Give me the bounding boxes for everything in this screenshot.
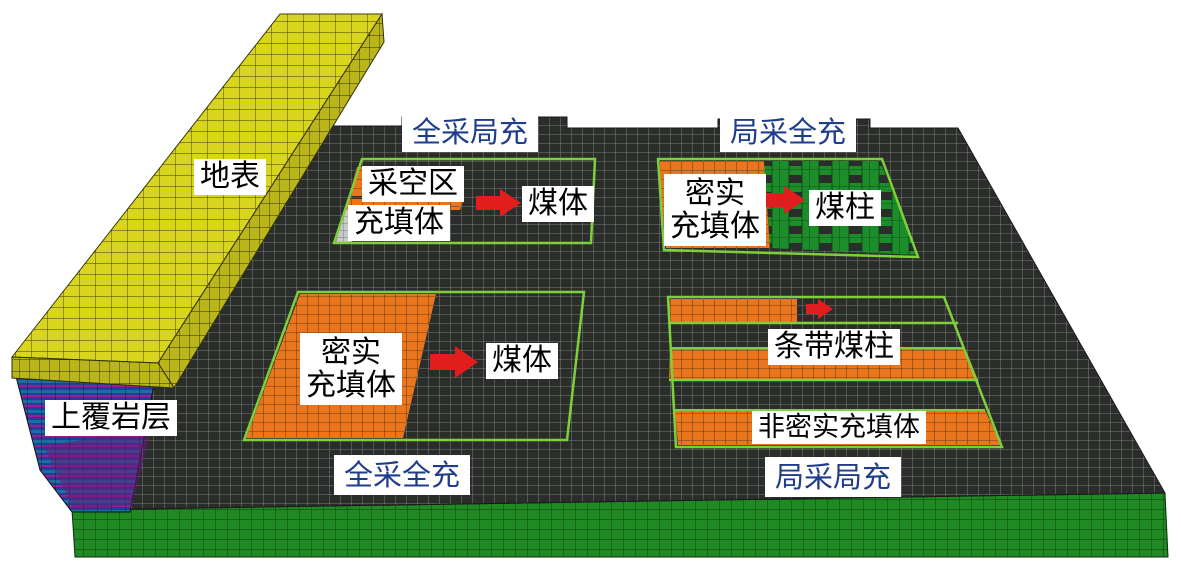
panel-4-arrow	[806, 299, 833, 319]
panel-2-fill-line-2: 充填体	[670, 209, 760, 244]
panel-4-strip-1	[668, 299, 797, 323]
panel-1-arrow	[476, 189, 521, 217]
panel-1-title: 全采局充	[402, 112, 539, 152]
panel-3-fill-line-2: 充填体	[306, 368, 396, 403]
panel-4-fill-label: 非密实充填体	[752, 411, 926, 444]
surface-label: 地表	[194, 159, 266, 195]
panel-3-border	[242, 290, 586, 442]
panel-4-strip-label: 条带煤柱	[768, 329, 900, 365]
panel-3-title: 全采全充	[334, 455, 471, 495]
panel-4-title: 局采局充	[765, 457, 902, 497]
overburden-label: 上覆岩层	[45, 400, 177, 436]
panel-1-border	[332, 157, 597, 245]
overburden-mid-band	[44, 428, 152, 510]
panel-3-arrow	[430, 346, 478, 378]
panel-3-fill-label: 密实 充填体	[300, 333, 402, 405]
panel-4-border	[666, 295, 1004, 449]
panel-2-border	[656, 157, 920, 259]
panel-2-fill-label: 密实 充填体	[664, 174, 766, 246]
panel-1-fill-label: 充填体	[348, 205, 450, 241]
panel-3-fill-line-1: 密实	[321, 335, 381, 370]
panel-3-target-label: 煤体	[486, 343, 558, 379]
panel-1-target-label: 煤体	[522, 186, 594, 222]
panel-2-arrow	[761, 186, 805, 214]
panel-2-fill-line-1: 密实	[685, 176, 745, 211]
surface-block-front-face	[11, 356, 175, 389]
panel-2-target-label: 煤柱	[809, 190, 881, 226]
panel-2-title: 局采全充	[720, 112, 857, 152]
panel-1-goaf-label: 采空区	[362, 166, 464, 202]
